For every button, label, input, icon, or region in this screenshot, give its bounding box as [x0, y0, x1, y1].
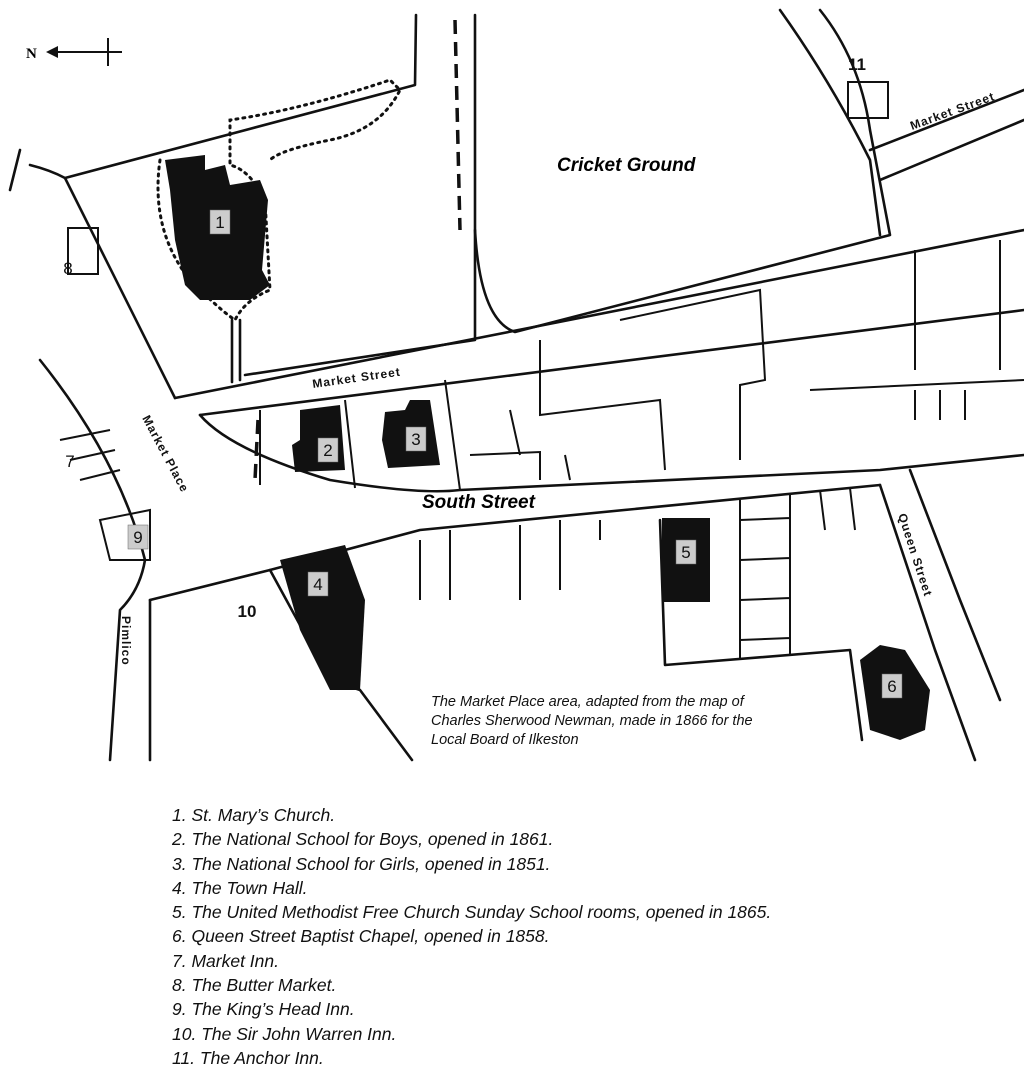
south-street-label: South Street: [422, 492, 536, 513]
svg-text:9: 9: [133, 528, 142, 547]
svg-text:2: 2: [323, 441, 332, 460]
legend-item: 9. The King’s Head Inn.: [172, 999, 355, 1020]
legend-item: 1. St. Mary’s Church.: [172, 805, 336, 825]
marker-1: 1: [209, 209, 231, 235]
buildings: [67, 155, 930, 740]
market-street-ne-label: Market Street: [908, 89, 996, 133]
svg-text:3: 3: [411, 430, 420, 449]
legend-item: 4. The Town Hall.: [172, 877, 308, 898]
svg-text:4: 4: [313, 575, 322, 594]
marker-6: 6: [881, 673, 903, 699]
legend-item: 2. The National School for Boys, opened …: [172, 829, 554, 850]
svg-text:11: 11: [848, 55, 866, 74]
marker-8: 8: [63, 259, 72, 278]
legend-item: 6. Queen Street Baptist Chapel, opened i…: [172, 926, 550, 947]
map-legend: 1. St. Mary’s Church. 2. The National Sc…: [172, 803, 771, 1070]
legend-item: 5. The United Methodist Free Church Sund…: [172, 902, 772, 923]
svg-text:6: 6: [887, 677, 896, 696]
svg-text:10: 10: [238, 602, 257, 621]
map-caption: The Market Place area, adapted from the …: [431, 693, 831, 750]
marker-4: 4: [307, 571, 329, 597]
marker-2: 2: [317, 437, 339, 463]
svg-text:1: 1: [215, 213, 224, 232]
caption-line: Local Board of Ilkeston: [431, 732, 579, 748]
queen-street-label: Queen Street: [895, 512, 935, 599]
caption-line: Charles Sherwood Newman, made in 1866 fo…: [431, 713, 753, 729]
marker-9: 9: [127, 524, 149, 550]
marker-11: 11: [848, 55, 866, 74]
marker-7: 7: [65, 452, 74, 471]
legend-item: 11. The Anchor Inn.: [172, 1047, 324, 1068]
market-place-label: Market Place: [139, 413, 191, 495]
legend-item: 8. The Butter Market.: [172, 975, 337, 996]
legend-item: 7. Market Inn.: [172, 950, 279, 971]
north-arrow-icon: N: [26, 38, 122, 66]
cricket-ground-label: Cricket Ground: [557, 155, 696, 176]
marker-3: 3: [405, 426, 427, 452]
marker-10: 10: [238, 602, 257, 621]
svg-text:5: 5: [681, 543, 690, 562]
road-outlines: [8, 8, 1024, 762]
marker-5: 5: [675, 539, 697, 565]
town-hall: [280, 545, 365, 690]
svg-text:8: 8: [63, 259, 72, 278]
north-label: N: [26, 46, 37, 62]
legend-item: 3. The National School for Girls, opened…: [172, 853, 551, 874]
caption-line: The Market Place area, adapted from the …: [431, 694, 744, 710]
legend-item: 10. The Sir John Warren Inn.: [172, 1023, 397, 1044]
pimlico-label: Pimlico: [119, 616, 133, 666]
svg-text:7: 7: [65, 452, 74, 471]
